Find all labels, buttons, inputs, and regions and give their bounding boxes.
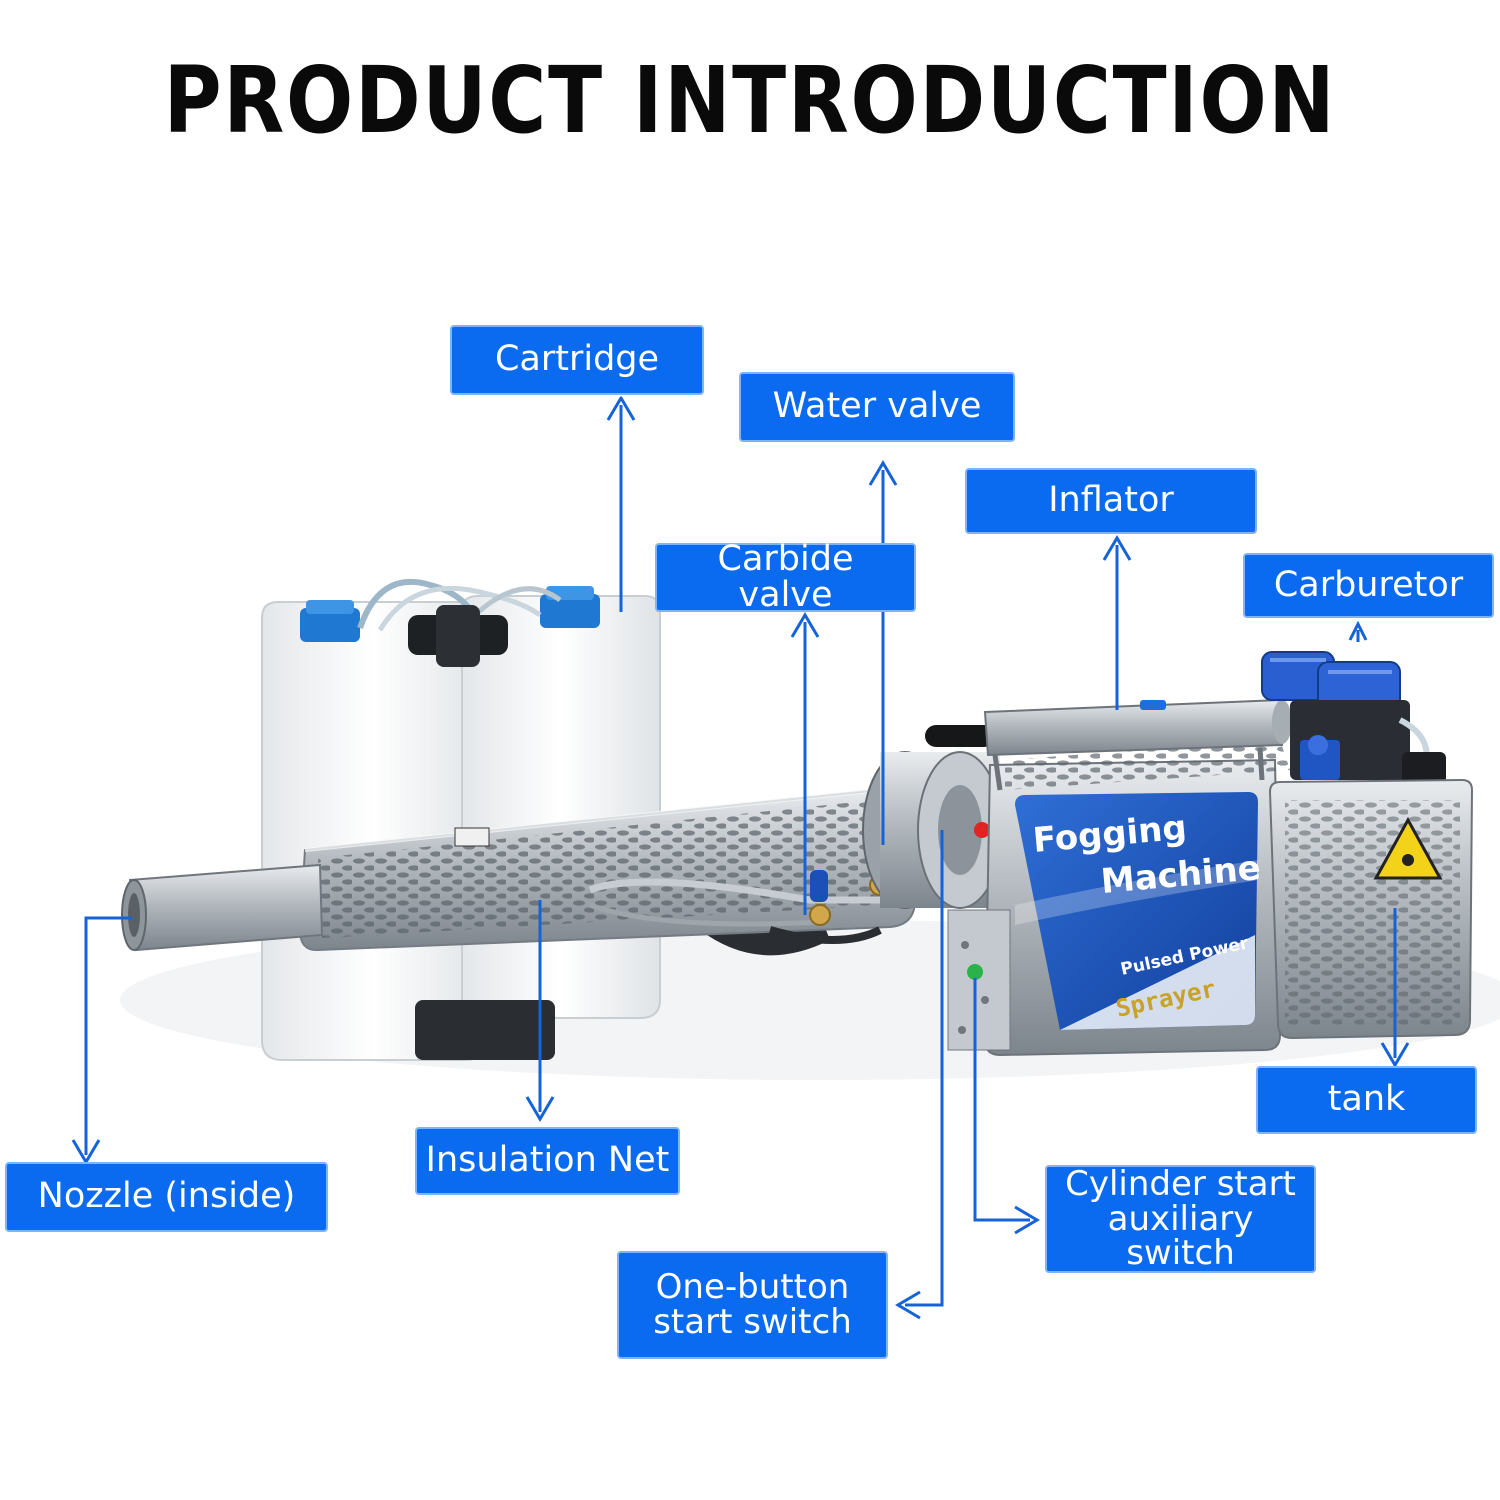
callout-lines [71, 396, 1410, 1320]
callout-cylinder-switch [973, 978, 1030, 1222]
label-cartridge: Cartridge [450, 325, 704, 395]
label-inflator: Inflator [965, 468, 1257, 534]
label-nozzle: Nozzle (inside) [5, 1162, 328, 1232]
callout-one-button-switch [905, 830, 944, 1307]
barrel [121, 788, 960, 952]
label-water-valve: Water valve [739, 372, 1015, 442]
label-one-button-switch: One-button start switch [617, 1251, 888, 1359]
inflator [925, 698, 1292, 791]
label-tank: tank [1256, 1066, 1477, 1134]
label-carburetor: Carburetor [1243, 553, 1494, 618]
label-insulation-net: Insulation Net [415, 1127, 680, 1195]
combustion-chamber [862, 751, 1003, 909]
label-cylinder-switch: Cylinder start auxiliary switch [1045, 1165, 1316, 1273]
page-title: PRODUCT INTRODUCTION [163, 47, 1337, 154]
label-carbide-valve: Carbide valve [655, 541, 916, 612]
fuel-tank [1268, 752, 1474, 1040]
carburetor [1261, 651, 1430, 782]
main-body [947, 740, 1290, 1057]
callout-nozzle [84, 916, 132, 1155]
